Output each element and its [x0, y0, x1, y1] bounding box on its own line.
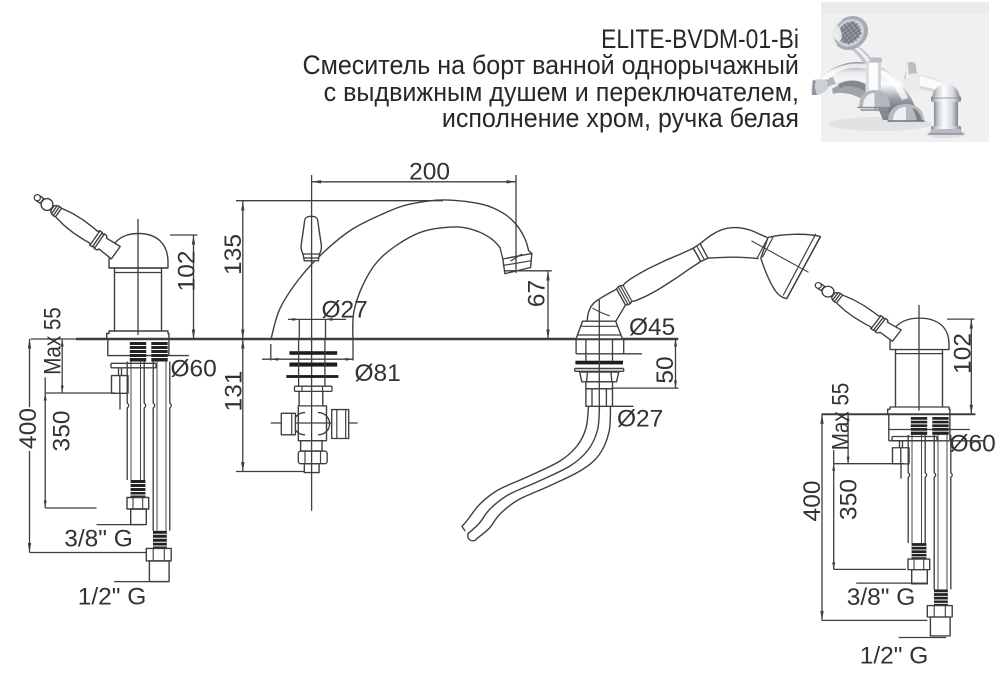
svg-text:Ø27: Ø27 — [617, 406, 663, 433]
svg-text:1/2" G: 1/2" G — [860, 643, 929, 670]
svg-text:Ø81: Ø81 — [355, 360, 401, 387]
svg-text:Max 55: Max 55 — [39, 307, 66, 374]
svg-text:Ø27: Ø27 — [322, 297, 368, 324]
svg-text:102: 102 — [174, 251, 201, 292]
svg-text:3/8" G: 3/8" G — [64, 526, 133, 553]
svg-text:131: 131 — [221, 371, 248, 412]
svg-text:Ø60: Ø60 — [171, 356, 217, 383]
svg-text:67: 67 — [524, 280, 551, 307]
svg-text:350: 350 — [836, 479, 863, 520]
svg-text:135: 135 — [220, 234, 247, 275]
svg-text:Ø60: Ø60 — [950, 431, 996, 458]
svg-text:50: 50 — [652, 356, 679, 383]
svg-text:3/8" G: 3/8" G — [847, 584, 916, 611]
svg-text:200: 200 — [409, 158, 450, 185]
svg-text:400: 400 — [15, 408, 42, 449]
svg-text:102: 102 — [950, 333, 977, 374]
svg-text:350: 350 — [49, 411, 76, 452]
svg-text:400: 400 — [799, 481, 826, 522]
svg-text:1/2" G: 1/2" G — [78, 584, 147, 611]
svg-text:Max 55: Max 55 — [827, 383, 854, 450]
svg-text:Ø45: Ø45 — [629, 314, 675, 341]
